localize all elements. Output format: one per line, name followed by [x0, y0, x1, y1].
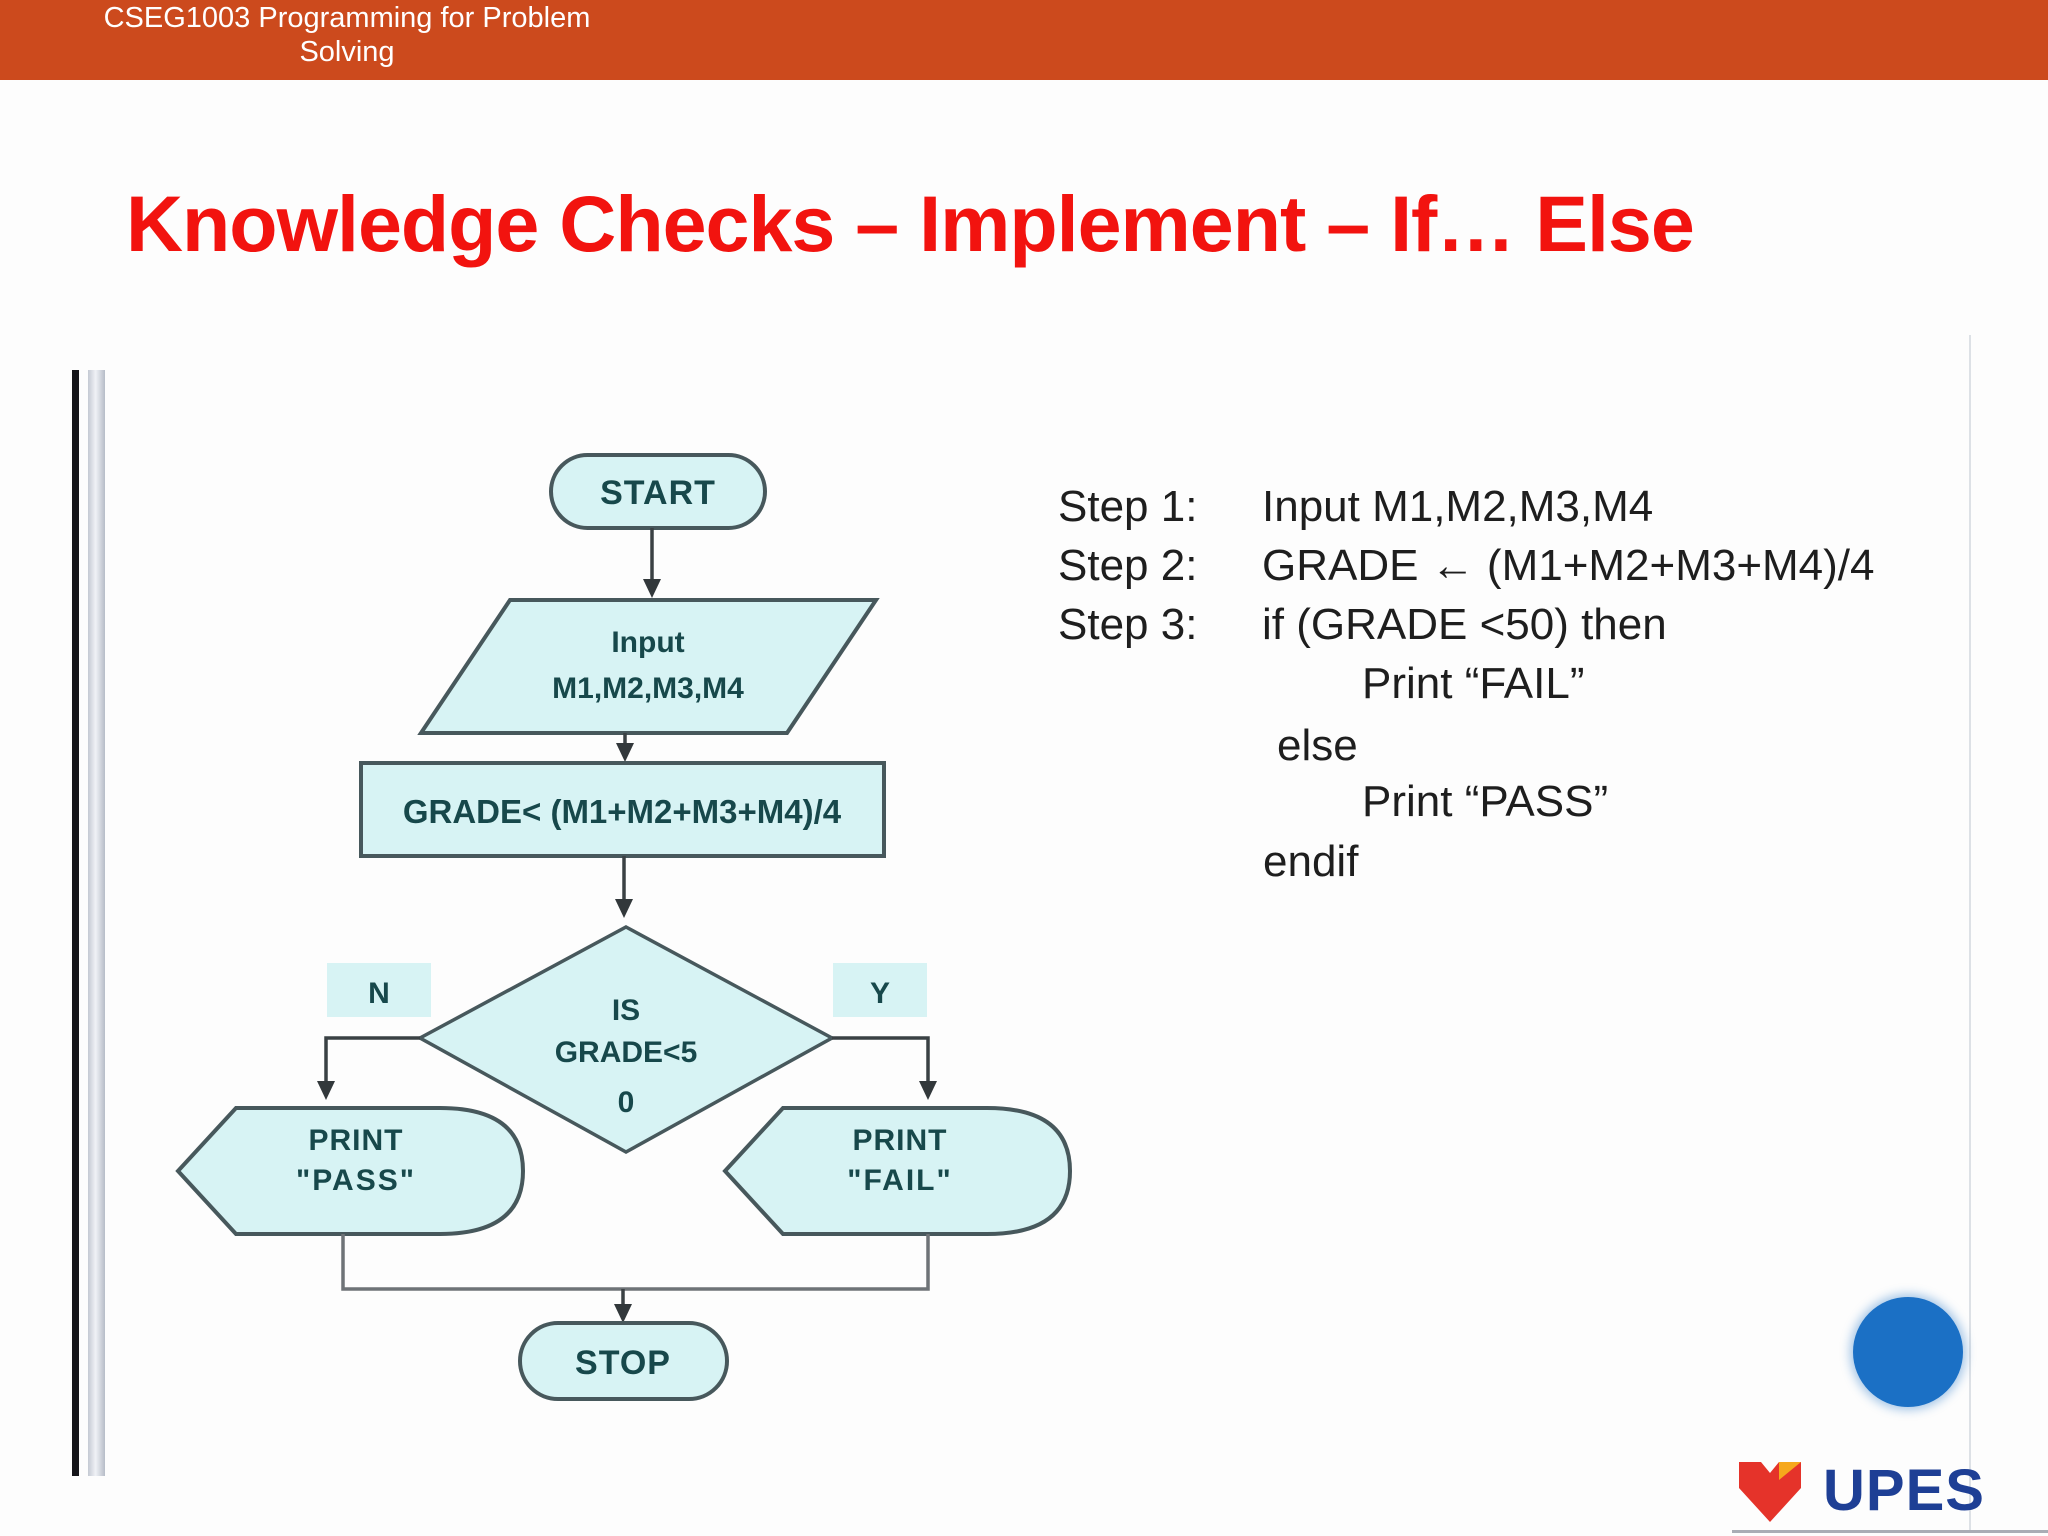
- flowchart-print-pass-line2: "PASS": [296, 1164, 416, 1197]
- flowchart-stop-node: [518, 1321, 729, 1401]
- step-label: Step 2:: [1058, 541, 1198, 590]
- flowchart-decision-label-line2: GRADE<5: [555, 1036, 698, 1069]
- step-text: Input M1,M2,M3,M4: [1262, 482, 1654, 531]
- step-text: Print “PASS”: [1362, 777, 1609, 826]
- course-title: CSEG1003 Programming for Problem Solving: [22, 1, 672, 77]
- flowchart-print-fail-line1: PRINT: [853, 1124, 948, 1157]
- branch-yes-box: [833, 963, 927, 1017]
- flowchart-input-label-line2: M1,M2,M3,M4: [552, 672, 744, 705]
- header-banner: [0, 0, 2048, 80]
- arrowhead-merge-stop: [614, 1304, 632, 1323]
- flowchart-start-node: [549, 453, 767, 530]
- step-label: Step 1:: [1058, 482, 1198, 531]
- flowchart-decision-node: [416, 925, 836, 1155]
- upes-logo-red-shape: [1739, 1462, 1801, 1522]
- course-title-line2: Solving: [299, 36, 395, 68]
- webcam-dot: [1853, 1297, 1963, 1407]
- arrowhead-input-process: [616, 743, 634, 762]
- connector-decision-pass: [324, 1036, 420, 1084]
- upes-logo: UPES: [1733, 1458, 1985, 1524]
- upes-logo-icon: [1739, 1462, 1801, 1522]
- arrowhead-decision-pass: [317, 1081, 335, 1100]
- flowchart-process-node: [359, 761, 886, 858]
- branch-no-box: [327, 963, 431, 1017]
- branch-no-label: N: [368, 977, 390, 1010]
- arrowhead-decision-fail: [919, 1081, 937, 1100]
- flowchart-stop-label: STOP: [575, 1344, 671, 1382]
- bottom-edge-line: [1732, 1530, 2048, 1533]
- pseudocode-block: Step 1: Input M1,M2,M3,M4 Step 2: GRADE …: [1058, 470, 2018, 910]
- step-text: else: [1277, 721, 1358, 770]
- flowchart-input-label-line1: Input: [611, 626, 684, 659]
- arrowhead-process-decision: [615, 899, 633, 918]
- step-text: GRADE ← (M1+M2+M3+M4)/4: [1262, 541, 1875, 590]
- page-title: Knowledge Checks – Implement – If… Else: [126, 179, 1695, 268]
- step-label: Step 3:: [1058, 600, 1198, 649]
- connector-decision-fail: [832, 1036, 930, 1084]
- flowchart-print-fail-line2: "FAIL": [847, 1164, 952, 1197]
- slide-edge-line: [1969, 335, 1971, 1532]
- flowchart-print-pass-node: [175, 1106, 526, 1236]
- arrowhead-start-input: [643, 579, 661, 598]
- course-title-line1: CSEG1003 Programming for Problem: [103, 2, 591, 34]
- flowchart-print-fail-node: [722, 1106, 1073, 1236]
- step-text: Print “FAIL”: [1362, 659, 1585, 708]
- flowchart-decision-label-line3: 0: [618, 1086, 635, 1119]
- left-black-bar: [72, 370, 79, 1476]
- branch-yes-label: Y: [870, 977, 890, 1010]
- upes-logo-yellow-shape: [1779, 1462, 1801, 1480]
- upes-logo-text: UPES: [1823, 1458, 1985, 1523]
- flowchart-print-pass-line1: PRINT: [309, 1124, 404, 1157]
- step-text: if (GRADE <50) then: [1262, 600, 1667, 649]
- flowchart-start-label: START: [600, 474, 716, 512]
- left-silver-bar: [88, 370, 105, 1476]
- flowchart-decision-label-line1: IS: [612, 994, 640, 1027]
- flowchart-process-label: GRADE< (M1+M2+M3+M4)/4: [403, 793, 842, 830]
- step-text: endif: [1263, 837, 1359, 886]
- connector-merge: [341, 1234, 930, 1291]
- flowchart-input-node: [417, 598, 880, 735]
